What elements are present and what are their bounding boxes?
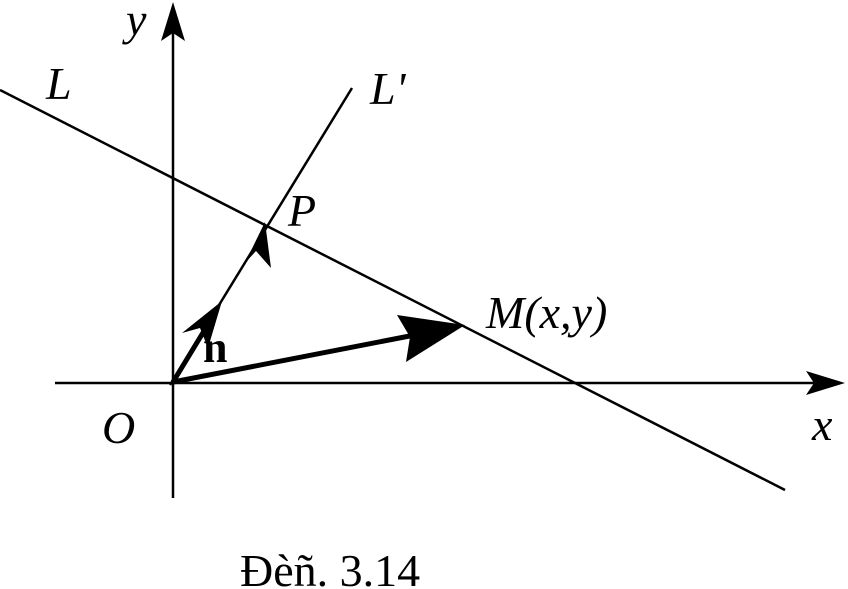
x-axis-label: x	[811, 399, 833, 450]
normal-vector-label: n	[203, 323, 227, 372]
normal-vector-arrowhead	[182, 301, 222, 348]
figure-caption: Đèñ. 3.14	[240, 545, 420, 589]
om-vector-shaft	[172, 331, 421, 385]
normal-vector-shaft	[170, 329, 207, 384]
point-M-label: M(x,y)	[485, 287, 607, 338]
line-L	[0, 88, 786, 492]
y-axis-arrowhead	[161, 2, 185, 41]
point-P-label: P	[287, 185, 316, 236]
x-axis-arrowhead	[806, 371, 845, 395]
line-L-prime-label: L'	[369, 63, 407, 114]
op-arrowhead	[245, 222, 271, 268]
origin-label: O	[102, 402, 135, 453]
y-axis-label: y	[122, 0, 147, 45]
om-vector-arrowhead	[397, 315, 465, 362]
line-L-label: L	[45, 58, 72, 109]
